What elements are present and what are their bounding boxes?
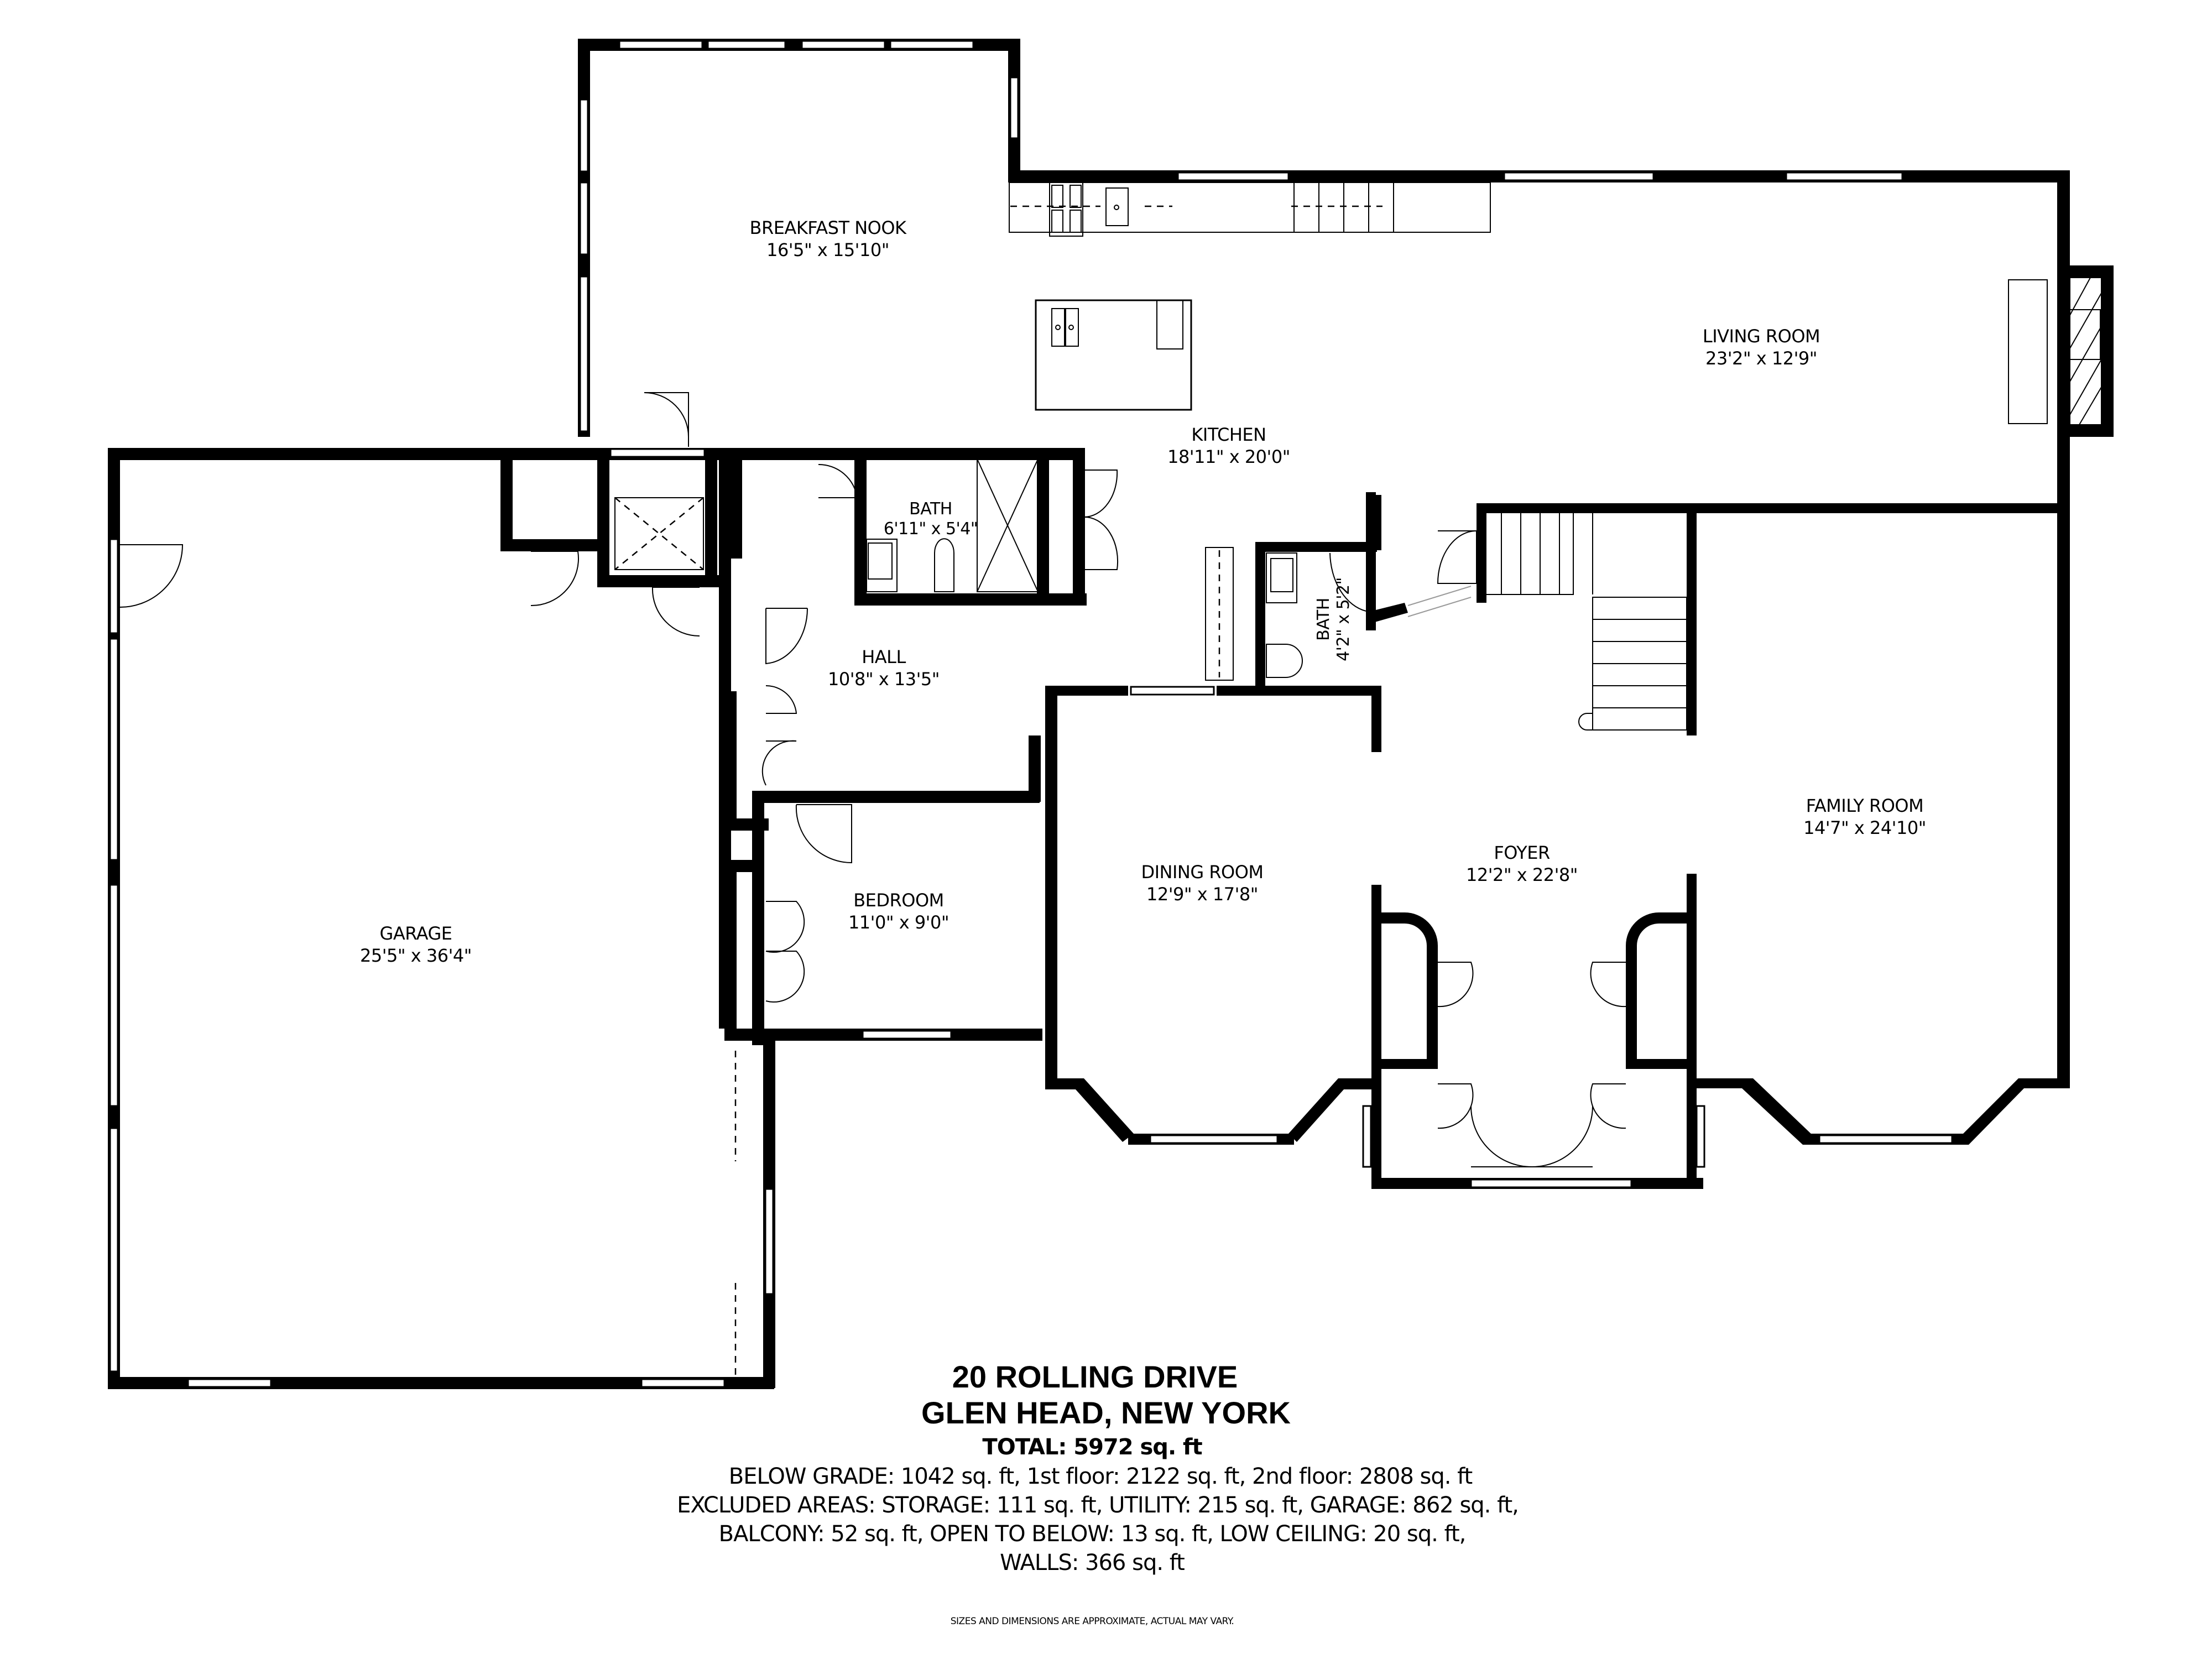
room-dims: 18'11" x 20'0" bbox=[1167, 446, 1290, 467]
living-room-walls bbox=[1177, 170, 2114, 513]
hall-walls bbox=[724, 448, 1057, 1045]
bath-1-walls bbox=[818, 448, 1119, 606]
room-dims: 14'7" x 24'10" bbox=[1803, 817, 1926, 838]
room-label-bath-1: BATH 6'11" x 5'4" bbox=[884, 499, 978, 539]
room-dims: 11'0" x 9'0" bbox=[848, 912, 950, 933]
foyer-walls bbox=[1362, 495, 1705, 1189]
room-dims: 6'11" x 5'4" bbox=[883, 519, 978, 539]
room-dims: 12'2" x 22'8" bbox=[1466, 864, 1578, 885]
room-label-bedroom: BEDROOM 11'0" x 9'0" bbox=[848, 889, 950, 933]
toilet-icon bbox=[934, 538, 954, 592]
area-breakdown-line-4: WALLS: 366 sq. ft bbox=[1000, 1550, 1185, 1575]
elevator-icon bbox=[614, 497, 704, 570]
room-label-bath-2: BATH 4'2" x 5'2" bbox=[1314, 577, 1354, 661]
disclaimer: SIZES AND DIMENSIONS ARE APPROXIMATE, AC… bbox=[950, 1616, 1234, 1627]
room-name: LIVING ROOM bbox=[1702, 326, 1820, 347]
room-label-living-room: LIVING ROOM 23'2" x 12'9" bbox=[1703, 325, 1820, 369]
address-line-1: 20 ROLLING DRIVE bbox=[952, 1359, 1238, 1394]
room-name: BATH bbox=[1314, 598, 1333, 641]
room-name: GARAGE bbox=[379, 923, 452, 944]
garage-walls bbox=[108, 448, 775, 1389]
room-name: KITCHEN bbox=[1191, 424, 1266, 445]
room-label-hall: HALL 10'8" x 13'5" bbox=[828, 646, 940, 690]
kitchen-island bbox=[1035, 299, 1192, 411]
total-area: TOTAL: 5972 sq. ft bbox=[982, 1434, 1202, 1460]
room-dims: 16'5" x 15'10" bbox=[766, 239, 889, 260]
room-label-kitchen: KITCHEN 18'11" x 20'0" bbox=[1167, 424, 1290, 468]
vanity-icon bbox=[1266, 552, 1297, 603]
dining-room-walls bbox=[1045, 686, 1377, 1145]
bath-2-walls bbox=[1255, 492, 1472, 696]
toilet-icon bbox=[1266, 644, 1303, 678]
room-label-breakfast-nook: BREAKFAST NOOK 16'5" x 15'10" bbox=[750, 217, 906, 261]
room-name: BREAKFAST NOOK bbox=[749, 217, 906, 238]
room-dims: 4'2" x 5'2" bbox=[1334, 577, 1353, 661]
room-dims: 10'8" x 13'5" bbox=[828, 669, 940, 690]
kitchen-sink-icon bbox=[1105, 187, 1129, 226]
vanity-icon bbox=[866, 539, 898, 592]
mudroom-walls bbox=[500, 392, 1084, 1029]
room-name: FOYER bbox=[1494, 842, 1550, 863]
island-sink-icon bbox=[1051, 308, 1079, 347]
room-label-family-room: FAMILY ROOM 14'7" x 24'10" bbox=[1803, 795, 1926, 839]
staircase-icon bbox=[1481, 511, 1687, 731]
family-room-walls bbox=[1687, 503, 2070, 1145]
area-breakdown-line-3: BALCONY: 52 sq. ft, OPEN TO BELOW: 13 sq… bbox=[718, 1521, 1467, 1547]
room-name: DINING ROOM bbox=[1141, 862, 1264, 883]
room-name: HALL bbox=[862, 646, 906, 667]
room-label-garage: GARAGE 25'5" x 36'4" bbox=[360, 922, 472, 967]
shower-icon bbox=[977, 458, 1039, 592]
area-breakdown-line-1: BELOW GRADE: 1042 sq. ft, 1st floor: 212… bbox=[728, 1464, 1473, 1489]
room-dims: 12'9" x 17'8" bbox=[1146, 884, 1258, 905]
room-label-dining-room: DINING ROOM 12'9" x 17'8" bbox=[1141, 861, 1264, 905]
room-name: FAMILY ROOM bbox=[1806, 795, 1924, 816]
room-dims: 25'5" x 36'4" bbox=[360, 945, 472, 966]
area-breakdown-line-2: EXCLUDED AREAS: STORAGE: 111 sq. ft, UTI… bbox=[677, 1493, 1519, 1518]
room-name: BATH bbox=[909, 499, 952, 519]
range-icon bbox=[1049, 182, 1083, 237]
room-label-foyer: FOYER 12'2" x 22'8" bbox=[1466, 842, 1578, 886]
address-line-2: GLEN HEAD, NEW YORK bbox=[921, 1395, 1291, 1430]
kitchen-counters bbox=[1009, 182, 1491, 681]
room-name: BEDROOM bbox=[853, 890, 944, 911]
room-dims: 23'2" x 12'9" bbox=[1705, 348, 1817, 369]
fireplace-icon bbox=[2008, 277, 2102, 425]
